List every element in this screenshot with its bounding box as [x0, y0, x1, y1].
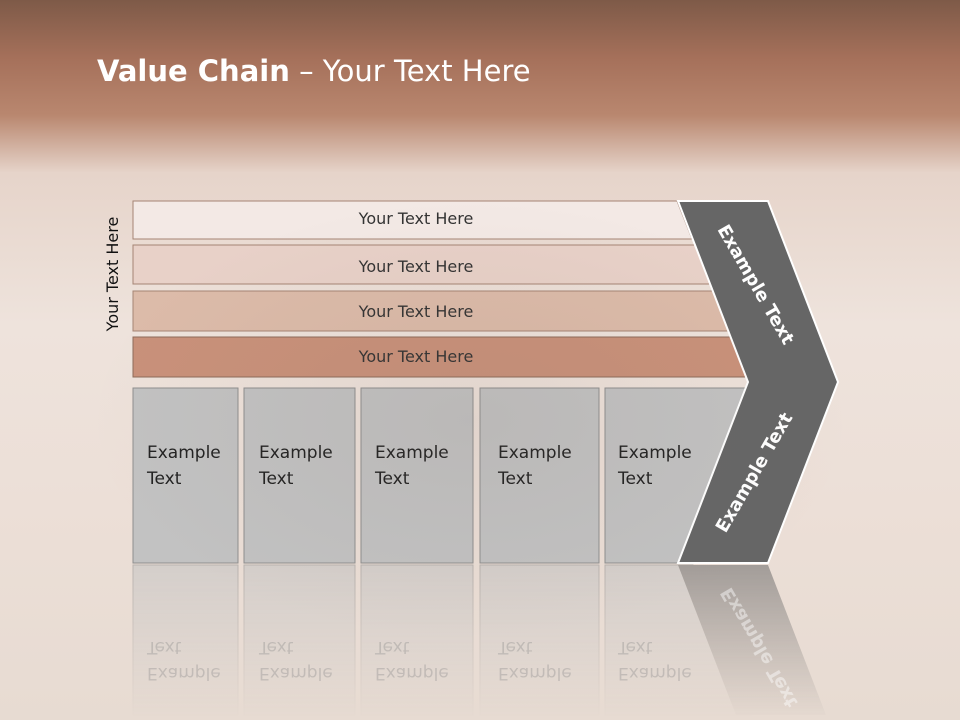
cell-reflection-label-2: Example Text	[259, 634, 351, 686]
cell-reflection-4	[479, 564, 600, 716]
cell-reflection-label-2-line1: Example	[259, 663, 333, 683]
chevron-shape	[676, 200, 840, 564]
cell-reflection-label-3: Example Text	[375, 634, 467, 686]
row-label-4: Your Text Here	[358, 347, 474, 366]
cell-label-5-line1: Example	[618, 443, 692, 463]
row-label-2: Your Text Here	[358, 257, 474, 276]
cell-reflection-label-3-line2: Text	[375, 637, 410, 657]
chevron-reflection	[678, 565, 826, 715]
slide-title: Value Chain – Your Text Here	[97, 54, 531, 88]
cell-reflection-label-1-line1: Example	[147, 663, 221, 683]
cell-label-3-line2: Text	[375, 469, 410, 489]
title-rest: – Your Text Here	[289, 54, 531, 88]
cell-label-2-line1: Example	[259, 443, 333, 463]
cell-label-4-line1: Example	[498, 443, 572, 463]
cell-reflection-3	[360, 564, 474, 716]
cell-label-3-line1: Example	[375, 443, 449, 463]
cell-reflection-2	[243, 564, 356, 716]
cell-reflection-label-5-line1: Example	[618, 663, 692, 683]
cell-reflection-label-2-line2: Text	[259, 637, 294, 657]
cell-reflection-1	[132, 564, 239, 716]
title-bold: Value Chain	[97, 54, 290, 88]
cell-reflection-label-1: Example Text	[147, 634, 239, 686]
cell-shape-3	[360, 387, 474, 564]
cell-reflection-label-4: Example Text	[498, 634, 590, 686]
reflection	[132, 564, 826, 716]
cell-reflection-label-4-line2: Text	[498, 637, 533, 657]
cell-label-4-line2: Text	[498, 469, 533, 489]
cell-label-1-line2: Text	[147, 469, 182, 489]
cell-shape-1	[132, 387, 239, 564]
row-label-1: Your Text Here	[358, 209, 474, 228]
cell-label-5-line2: Text	[618, 469, 653, 489]
row-label-3: Your Text Here	[358, 302, 474, 321]
cell-reflection-label-5: Example Text	[618, 634, 710, 686]
cell-shape-2	[243, 387, 356, 564]
cell-reflection-label-4-line1: Example	[498, 663, 572, 683]
cell-reflection-label-5-line2: Text	[618, 637, 653, 657]
cell-shape-4	[479, 387, 600, 564]
cell-reflection-label-1-line2: Text	[147, 637, 182, 657]
cell-reflection-label-3-line1: Example	[375, 663, 449, 683]
cell-label-2-line2: Text	[259, 469, 294, 489]
cell-label-1-line1: Example	[147, 443, 221, 463]
